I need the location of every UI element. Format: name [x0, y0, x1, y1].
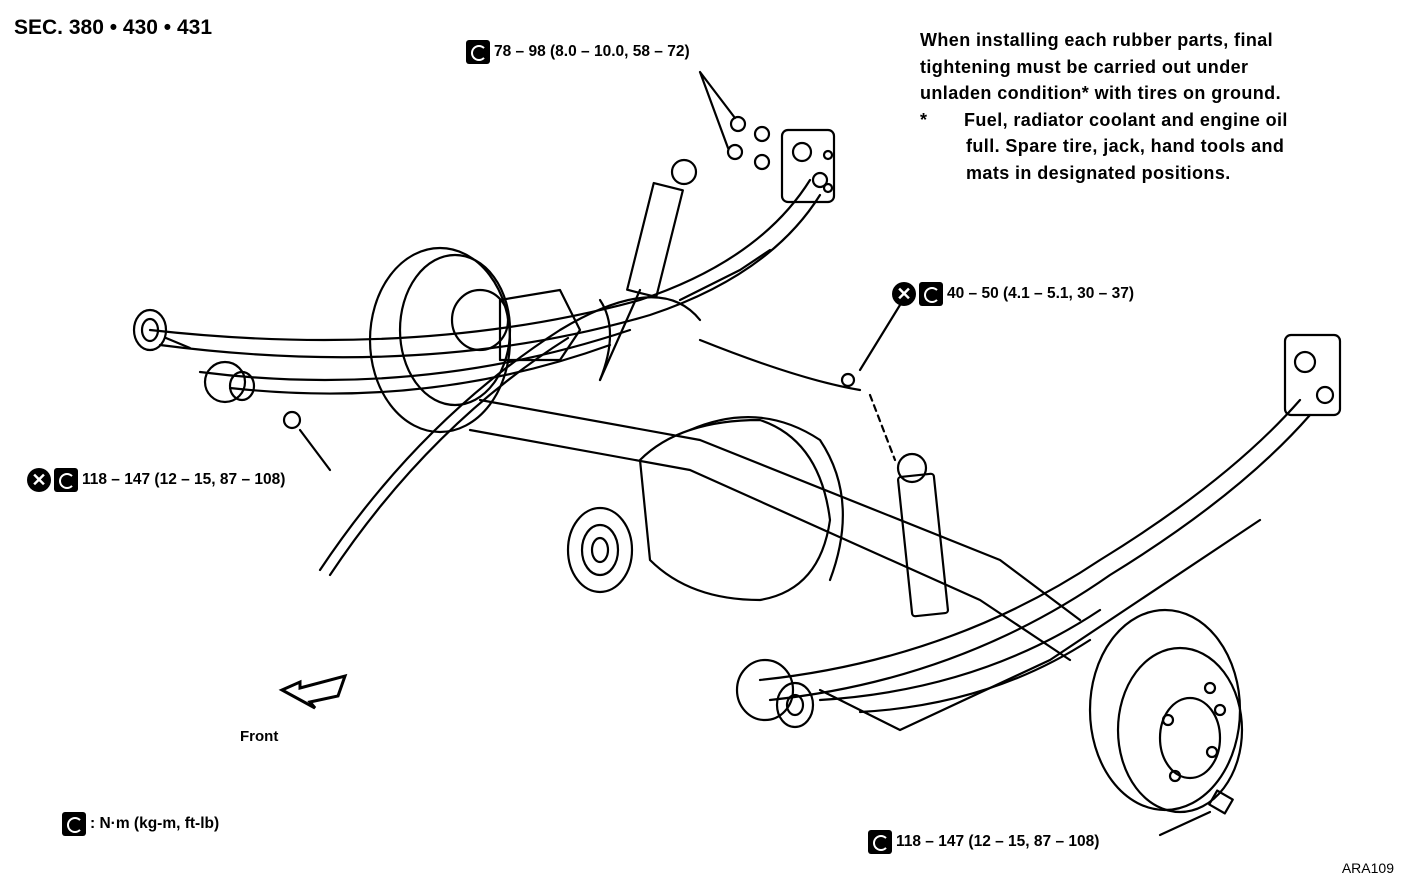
torque-wrench-icon: [466, 40, 490, 64]
differential-carrier: [566, 416, 844, 602]
do-not-reuse-icon: ✕: [27, 468, 51, 492]
torque-wrench-icon: [54, 468, 78, 492]
note-line: tightening must be carried out under: [920, 56, 1249, 77]
torque-wrench-icon: [62, 812, 86, 836]
left-shock-absorber: [598, 158, 698, 382]
do-not-reuse-icon: ✕: [892, 282, 916, 306]
left-front-eye: [132, 308, 332, 472]
installation-note: When installing each rubber parts, final…: [920, 27, 1288, 186]
torque-label-wheel-nut: 118 – 147 (12 – 15, 87 – 108): [868, 830, 1099, 854]
note-line: unladen condition* with tires on ground.: [920, 83, 1281, 103]
footnote-mark: *: [920, 109, 928, 130]
torque-label-shackle: 78 – 98 (8.0 – 10.0, 58 – 72): [466, 40, 690, 64]
upper-leaf-spring: [148, 178, 822, 395]
front-arrow: [278, 673, 348, 710]
torque-wrench-icon: [919, 282, 943, 306]
right-front-eye: [735, 658, 815, 729]
torque-legend: : N·m (kg-m, ft-lb): [62, 812, 219, 836]
footnote-line: full. Spare tire, jack, hand tools and: [966, 136, 1285, 156]
figure-code: ARA109: [1341, 860, 1394, 876]
torque-label-shock: ✕40 – 50 (4.1 – 5.1, 30 – 37): [892, 282, 1134, 306]
footnote-line: mats in designated positions.: [966, 162, 1231, 183]
torque-wrench-icon: [868, 830, 892, 854]
right-brake-drum: [1088, 608, 1244, 837]
left-brake-drum: [368, 246, 512, 434]
torque-label-front-eye: ✕118 – 147 (12 – 15, 87 – 108): [27, 468, 285, 492]
shackle-nuts: [698, 70, 771, 171]
right-shock-absorber: [840, 372, 950, 618]
right-shackle-bracket: [1283, 333, 1342, 417]
front-label: Front: [240, 728, 279, 745]
footnote-line: Fuel, radiator coolant and engine oil: [964, 109, 1288, 130]
section-reference: SEC. 380 • 430 • 431: [14, 16, 213, 39]
right-leaf-spring: [758, 398, 1312, 732]
axle-housing: [468, 288, 1082, 662]
note-line: When installing each rubber parts, final: [920, 30, 1274, 50]
upper-shackle-bracket: [780, 128, 836, 204]
